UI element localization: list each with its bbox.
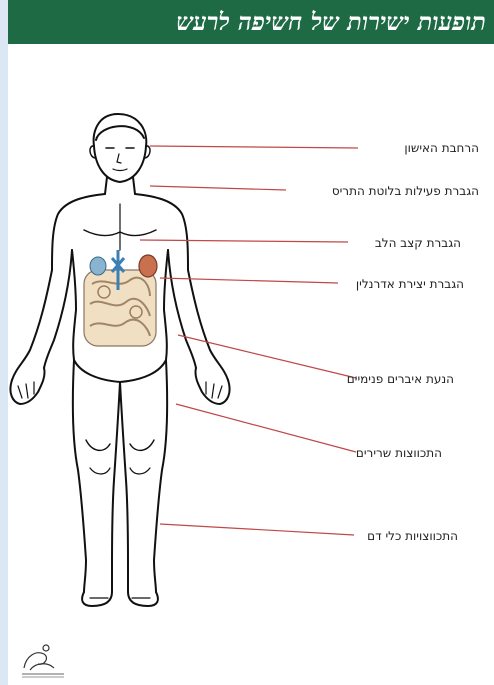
leader-line-pupil [150, 146, 358, 148]
label-internal-organs: הנעת איברים פנימיים [347, 372, 454, 386]
logo-icon [14, 640, 72, 680]
head-outline [94, 114, 147, 182]
leader-line-muscles [176, 404, 356, 452]
leader-line-thyroid [150, 186, 286, 190]
leader-line-heart [140, 240, 348, 242]
label-heart-rate: הגברת קצב הלב [375, 236, 461, 250]
label-blood-vessel-contraction: התכווצויות כלי דם [367, 529, 458, 543]
internal-organs [84, 250, 157, 346]
leader-line-blood-vessels [160, 524, 354, 535]
leader-line-organs [178, 335, 356, 378]
leader-line-adrenaline [160, 278, 338, 283]
label-adrenaline: הגברת יצירת אדרנלין [356, 277, 464, 291]
label-muscle-contraction: התכווצות שרירים [356, 446, 442, 460]
label-thyroid-activity: הגברת פעילות בלוטת התריס [332, 184, 479, 198]
label-pupil-dilation: הרחבת האישון [404, 141, 479, 155]
